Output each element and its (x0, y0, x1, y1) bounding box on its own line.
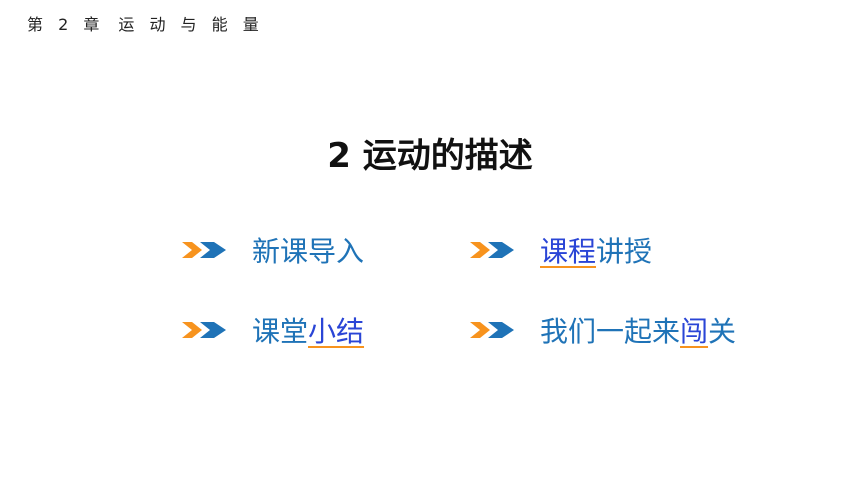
double-arrow-icon (470, 242, 514, 258)
label-link-text[interactable]: 课程 (540, 235, 597, 268)
menu-item-challenge[interactable]: 我们一起来闯关 (468, 308, 736, 352)
label-link-text[interactable]: 闯 (680, 315, 709, 348)
chapter-number: 第 2 章 (27, 15, 105, 34)
menu-item-label: 课程讲授 (540, 230, 652, 270)
double-arrow-icon (182, 322, 226, 338)
menu-item-label: 课堂小结 (252, 310, 364, 350)
label-text: 讲授 (596, 235, 653, 268)
unit-title: 运 动 与 能 量 (118, 15, 264, 34)
label-text: 新课导入 (252, 235, 365, 268)
header-bar: 第 2 章运 动 与 能 量 (0, 0, 860, 44)
label-text: 我们一起来 (540, 315, 681, 348)
chapter-label: 第 2 章运 动 与 能 量 (27, 11, 264, 35)
menu-item-label: 我们一起来闯关 (540, 310, 736, 350)
menu-item-new-lesson[interactable]: 新课导入 (180, 228, 364, 272)
menu-item-lesson-teaching[interactable]: 课程讲授 (468, 228, 652, 272)
label-text: 关 (708, 315, 737, 348)
menu-item-label: 新课导入 (252, 230, 364, 270)
label-link-text[interactable]: 小结 (308, 315, 365, 348)
page-title: 2 运动的描述 (327, 136, 533, 176)
double-arrow-icon (470, 322, 514, 338)
menu-item-class-summary[interactable]: 课堂小结 (180, 308, 364, 352)
label-text: 课堂 (252, 315, 309, 348)
double-arrow-icon (182, 242, 226, 258)
